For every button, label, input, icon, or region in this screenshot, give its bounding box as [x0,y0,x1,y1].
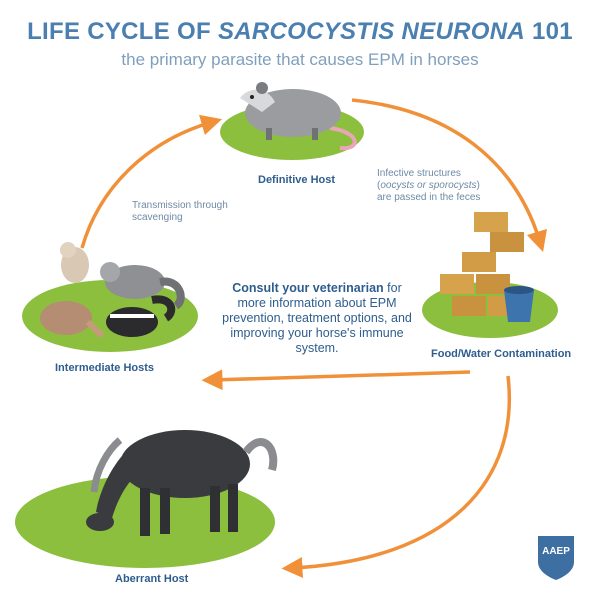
consult-bold: Consult your veterinarian [232,281,384,295]
page-subtitle: the primary parasite that causes EPM in … [121,50,479,69]
arrow-food-to-intermediate [201,369,471,391]
hay-bales-illustration [440,212,534,322]
arrow-food-to-aberrant [281,375,511,578]
title-prefix: LIFE CYCLE OF [27,18,218,45]
note-transmission: Transmission through scavenging [132,200,228,224]
opossum-illustration [240,82,357,151]
note-infective: Infective structures (oocysts or sporocy… [377,168,480,204]
consult-rest: for more information about EPM preventio… [222,281,412,355]
arrow-intermediate-to-definitive [80,114,223,249]
label-intermediate-hosts: Intermediate Hosts [55,362,155,374]
note-transmission-line2: scavenging [132,212,183,223]
aaep-logo-shield [538,536,574,580]
note-infective-line3: are passed in the feces [377,192,481,203]
note-infective-line2: (oocysts or sporocysts) [377,180,480,191]
intermediate-animals-illustration [40,242,185,339]
label-definitive-host: Definitive Host [258,174,336,186]
consult-message: Consult your veterinarian for more infor… [222,281,412,356]
label-aberrant-host: Aberrant Host [115,573,189,585]
title-suffix: 101 [525,18,573,45]
horse-illustration [86,430,278,536]
aaep-logo: AAEP [536,536,576,580]
page-title: LIFE CYCLE OF SARCOCYSTIS NEURONA 101 [0,18,600,46]
note-transmission-line1: Transmission through [132,200,228,211]
arrow-definitive-to-food [351,98,547,253]
label-food-water: Food/Water Contamination [431,348,572,360]
aaep-logo-text: AAEP [542,546,570,557]
title-italic: SARCOCYSTIS NEURONA [217,18,525,45]
note-infective-line1: Infective structures [377,168,461,179]
